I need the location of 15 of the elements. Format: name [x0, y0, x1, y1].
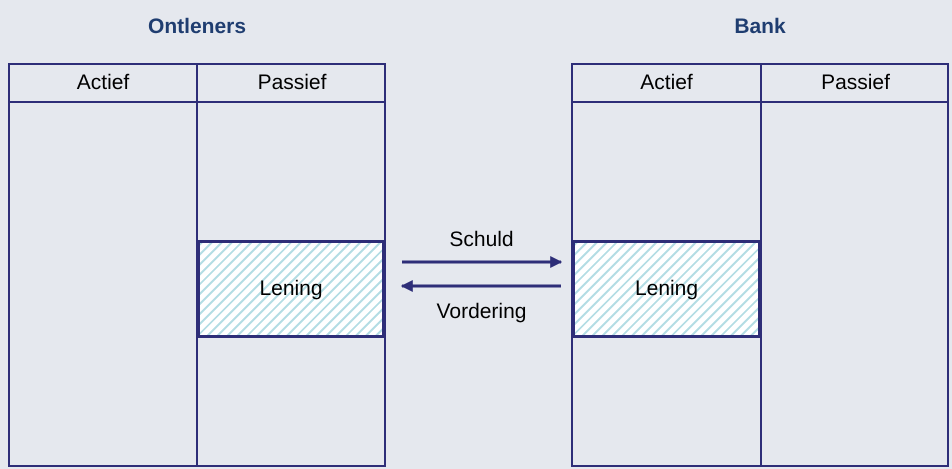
loan-box — [572, 240, 761, 338]
loan-label: Lening — [259, 276, 323, 302]
account-column — [573, 65, 762, 467]
loan-label: Lening — [634, 276, 698, 302]
column-header: Actief — [10, 65, 196, 103]
column-header: Actief — [573, 65, 760, 103]
column-header: Passief — [198, 65, 386, 103]
edge-label: Vordering — [436, 299, 526, 325]
arrow — [400, 280, 561, 292]
loan-box — [197, 240, 385, 338]
edge-label: Schuld — [449, 227, 514, 253]
account-title: Bank — [733, 14, 787, 40]
account-title: Ontleners — [146, 14, 248, 40]
column-header: Passief — [762, 65, 949, 103]
arrow — [402, 256, 562, 268]
